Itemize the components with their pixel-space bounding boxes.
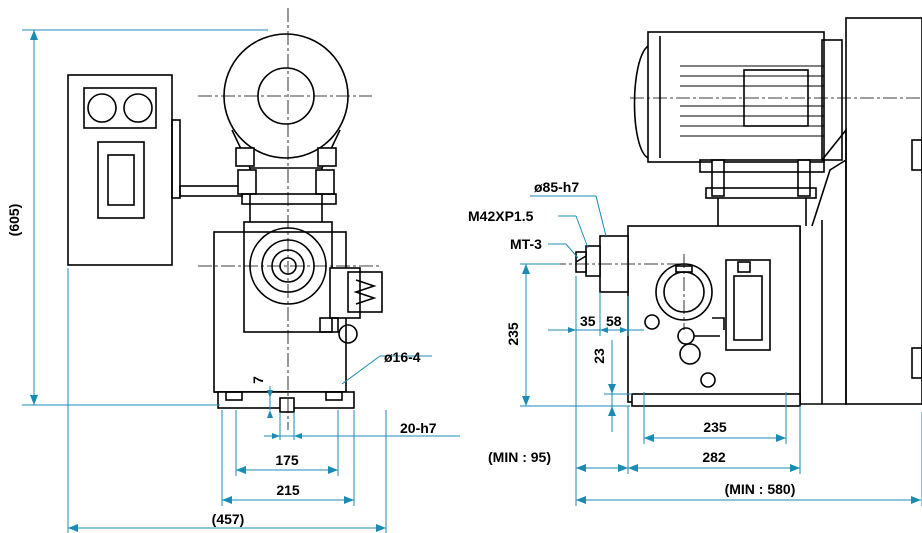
side-base xyxy=(631,393,801,407)
dim-282-label: 282 xyxy=(702,449,726,465)
column-frame xyxy=(799,17,922,405)
side-view xyxy=(552,17,922,407)
dim-min-95-label: (MIN : 95) xyxy=(488,449,551,465)
dim-58-label: 58 xyxy=(606,313,622,329)
dim-35-label: 35 xyxy=(580,313,596,329)
dim-175-label: 175 xyxy=(275,452,299,468)
dim-23-label: 23 xyxy=(591,348,607,364)
dim-m42-label: M42XP1.5 xyxy=(468,208,534,224)
side-dimensions: ø85-h7 M42XP1.5 MT-3 235 35 58 23 xyxy=(468,179,922,506)
dim-215-label: 215 xyxy=(276,482,300,498)
front-dimensions: (605) 7 ø16-4 20-h7 175 215 xyxy=(6,29,460,533)
dim-235-base-label: 235 xyxy=(703,419,727,435)
dim-85-h7-label: ø85-h7 xyxy=(534,179,579,195)
dim-605-label: (605) xyxy=(6,204,22,237)
dim-20-h7-label: 20-h7 xyxy=(400,420,437,436)
control-box xyxy=(67,74,243,266)
dim-16-4-label: ø16-4 xyxy=(384,349,421,365)
base-plate xyxy=(217,391,355,413)
front-view xyxy=(67,8,383,430)
side-motor xyxy=(633,31,843,226)
gearbox-body xyxy=(213,221,383,393)
motor xyxy=(223,33,349,222)
dim-7-label: 7 xyxy=(250,376,266,384)
dim-mt3-label: MT-3 xyxy=(510,236,542,252)
dim-457-label: (457) xyxy=(212,511,245,527)
dim-235-vertical-label: 235 xyxy=(505,322,521,346)
dim-min-580-label: (MIN : 580) xyxy=(725,481,796,497)
